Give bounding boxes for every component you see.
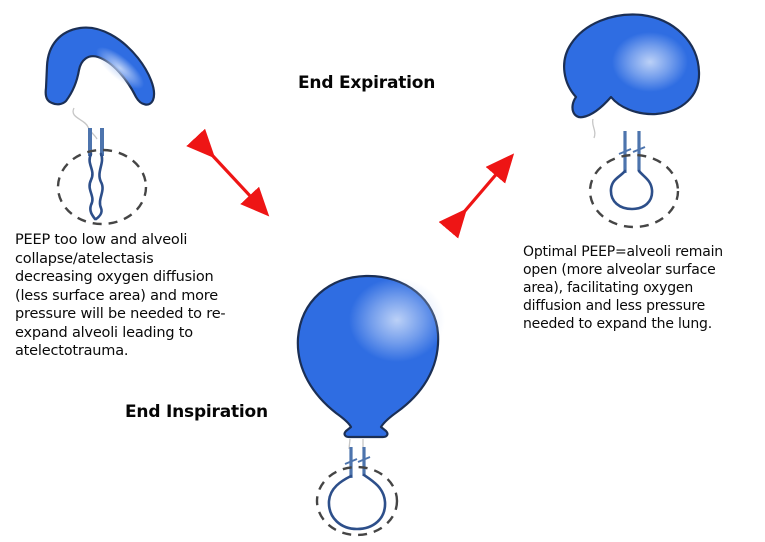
open-alveolus-bulb — [609, 169, 654, 211]
red-double-headed-arrow-left — [186, 128, 270, 217]
inflated-balloon-icon — [563, 13, 701, 139]
red-double-headed-arrow-right — [438, 153, 515, 239]
expanded-alveolus-icon — [315, 447, 399, 537]
fully-inflated-balloon-icon — [296, 274, 445, 450]
alveolus-dashed-circle — [56, 148, 148, 226]
arrow-line — [438, 153, 515, 239]
deflated-balloon-icon — [44, 26, 156, 140]
tube-tick-marks — [344, 456, 371, 465]
peep-too-low-note: PEEP too low and alveoli collapse/atelec… — [15, 232, 226, 359]
balloon-string — [591, 118, 596, 139]
balloon-highlight — [349, 278, 445, 362]
alveolus-dashed-circle — [315, 465, 399, 537]
balloon-string — [72, 107, 98, 140]
deflated-balloon-shape — [44, 26, 156, 106]
arrow-line — [186, 128, 270, 217]
end-inspiration-label: End Inspiration — [125, 402, 268, 422]
expanded-alveolus-bulb — [327, 473, 387, 531]
end-expiration-label: End Expiration — [298, 73, 436, 93]
tube-tick-marks — [618, 146, 646, 155]
alveolus-dashed-circle — [588, 153, 680, 229]
collapsed-alveolus-icon — [56, 128, 148, 226]
collapsed-alveolus-wavy-lines — [88, 152, 104, 221]
optimal-peep-note: Optimal PEEP=alveoli remain open (more a… — [523, 244, 723, 332]
open-alveolus-icon — [588, 131, 680, 229]
balloon-highlight — [95, 46, 145, 90]
balloon-highlight — [612, 32, 688, 92]
